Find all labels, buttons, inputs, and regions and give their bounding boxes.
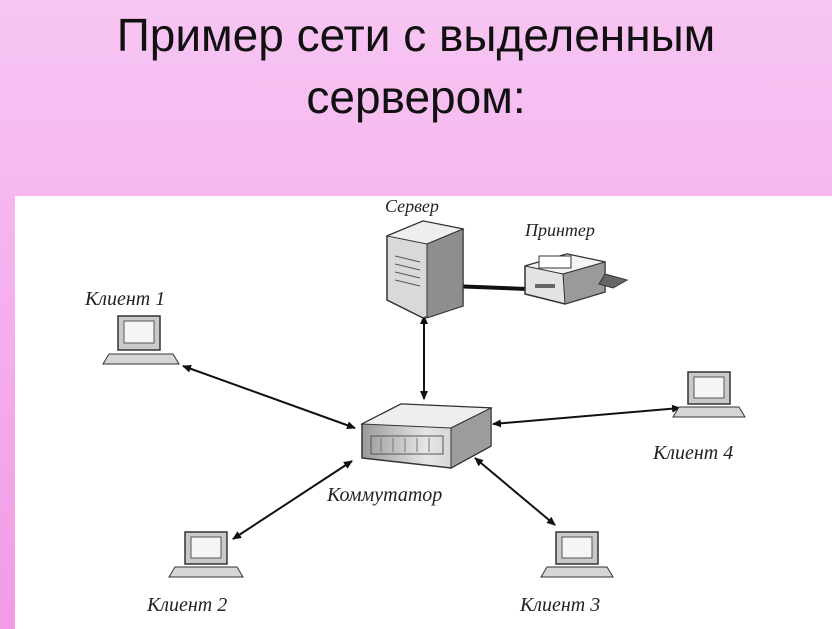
- switch-icon: [360, 403, 493, 469]
- client4-label: Клиент 4: [653, 442, 734, 464]
- client4-computer-icon: [672, 371, 746, 418]
- link-client1-switch: [182, 364, 356, 430]
- server-icon: [385, 220, 465, 319]
- client1-label: Клиент 1: [85, 288, 166, 310]
- link-client4-switch: [492, 404, 681, 428]
- server-label: Сервер: [385, 196, 439, 216]
- link-client3-switch: [474, 457, 556, 526]
- network-diagram-graphics: [102, 220, 746, 578]
- client2-computer-icon: [168, 531, 244, 578]
- client3-label: Клиент 3: [520, 594, 601, 616]
- slide-title: Пример сети с выделенным сервером:: [0, 4, 832, 128]
- switch-label: Коммутатор: [327, 484, 443, 506]
- printer-icon: [524, 253, 629, 305]
- printer-label: Принтер: [525, 220, 595, 240]
- slide-title-line2: сервером:: [306, 71, 526, 123]
- client2-label: Клиент 2: [147, 594, 228, 616]
- client1-computer-icon: [102, 315, 180, 365]
- slide-title-line1: Пример сети с выделенным: [116, 9, 716, 61]
- network-diagram: Сервер Принтер Клиент 1 Клиент 4 Коммута…: [15, 196, 832, 629]
- client3-computer-icon: [540, 531, 614, 578]
- link-client2-switch: [232, 460, 353, 540]
